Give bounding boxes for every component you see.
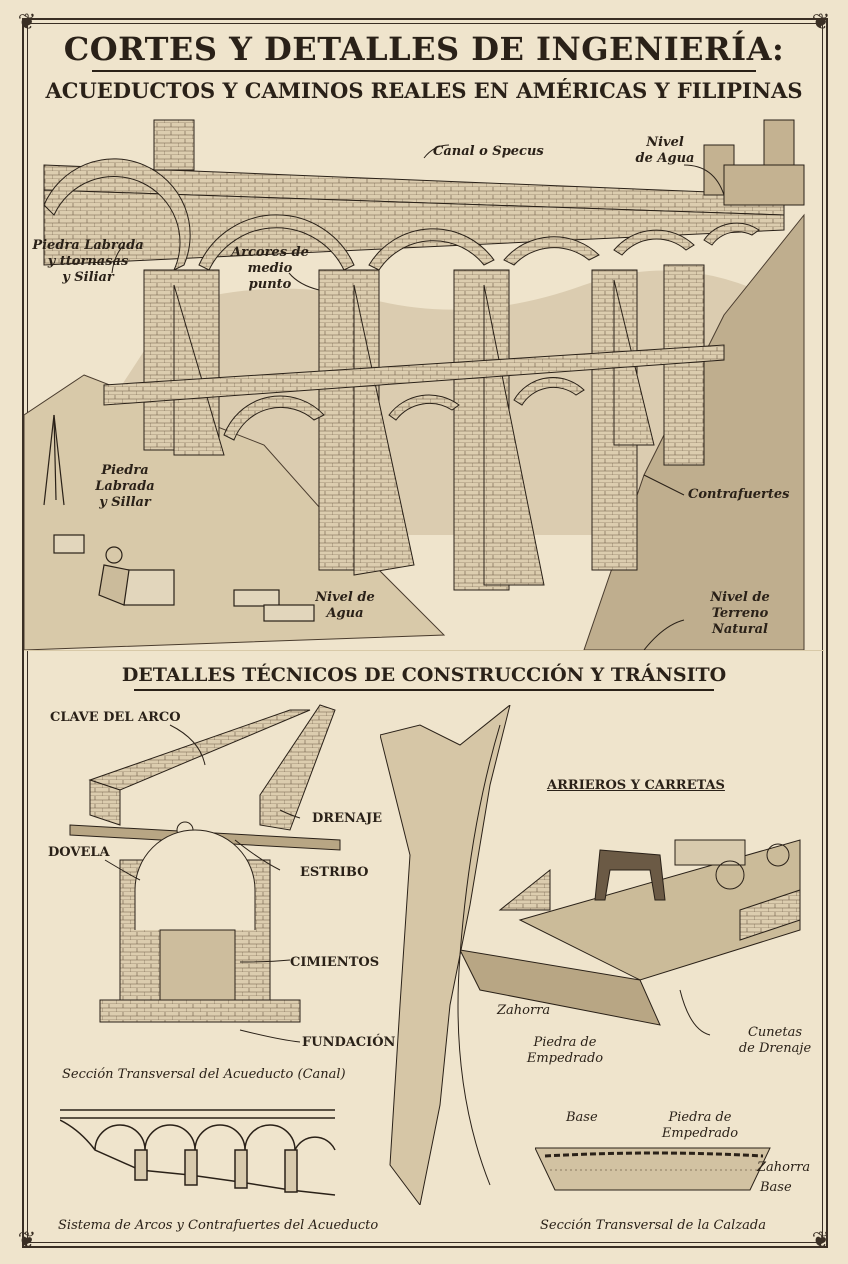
corner-ornament-icon: ❦ [17,1228,37,1253]
label-cimientos: CIMIENTOS [290,955,380,970]
label-line: Terreno Natural [711,606,769,637]
corner-ornament-icon: ❦ [811,1228,831,1253]
canal-section-drawing [69,704,341,1043]
label-fundacion: FUNDACIÓN [302,1035,396,1050]
road-cart-drawing [460,839,801,1036]
label-line: Piedra de [533,1035,597,1050]
mountain-road-drawing [380,705,511,1205]
heading-underline [134,689,714,691]
section-heading: DETALLES TÉCNICOS DE CONSTRUCCIÓN Y TRÁN… [121,664,727,686]
label-line: Nivel de [710,590,770,605]
label-line: Nivel [646,135,684,150]
label-line: Cunetas [747,1025,803,1040]
label-canal-specus: Canal o Specus [433,144,544,159]
label-line: y Sillar [99,495,151,510]
label-line: y ttornasas [47,254,129,269]
poster-title: CORTES Y DETALLES DE INGENIERÍA: [63,30,785,68]
label-line: medio punto [247,261,293,292]
label-estribo: ESTRIBO [300,865,369,880]
label-contrafuertes: Contrafuertes [688,487,790,502]
label-line: Agua [326,606,364,621]
label-line: Empedrado [526,1051,604,1066]
aqueduct-illustration [24,119,805,650]
road-heading: ARRIEROS Y CARRETAS [547,778,725,793]
label-line: de Agua [635,151,695,166]
label-clave-del-arco: CLAVE DEL ARCO [50,710,181,725]
label-base-left: Base [566,1110,598,1125]
arches-system-drawing [60,1109,336,1196]
label-line: de Drenaje [738,1041,812,1056]
label-line: Empedrado [661,1126,739,1141]
calzada-section-drawing [535,1147,771,1191]
title-underline [92,70,756,72]
corner-ornament-icon: ❦ [811,10,831,35]
caption-calzada-section: Sección Transversal de la Calzada [540,1218,767,1233]
corner-ornament-icon: ❦ [17,10,37,35]
label-line: Piedra Labrada [95,463,155,494]
label-line: y Siliar [62,270,114,285]
poster-subtitle: ACUEDUCTOS Y CAMINOS REALES EN AMÉRICAS … [45,78,803,103]
label-line: Arcores de [231,245,309,260]
label-line: Piedra Labrada [32,238,144,253]
caption-canal-section: Sección Transversal del Acueducto (Canal… [62,1067,346,1082]
label-drenaje: DRENAJE [312,811,383,826]
poster-border [22,18,828,1248]
label-line: Piedra de [668,1110,732,1125]
label-dovela: DOVELA [48,845,110,860]
divider [24,650,824,651]
caption-arches-system: Sistema de Arcos y Contrafuertes del Acu… [58,1218,379,1233]
label-zahorra: Zahorra [497,1003,551,1018]
label-base-right: Base [760,1180,792,1195]
label-line: Nivel de [315,590,375,605]
label-calzada-zahorra: Zahorra [757,1160,811,1175]
